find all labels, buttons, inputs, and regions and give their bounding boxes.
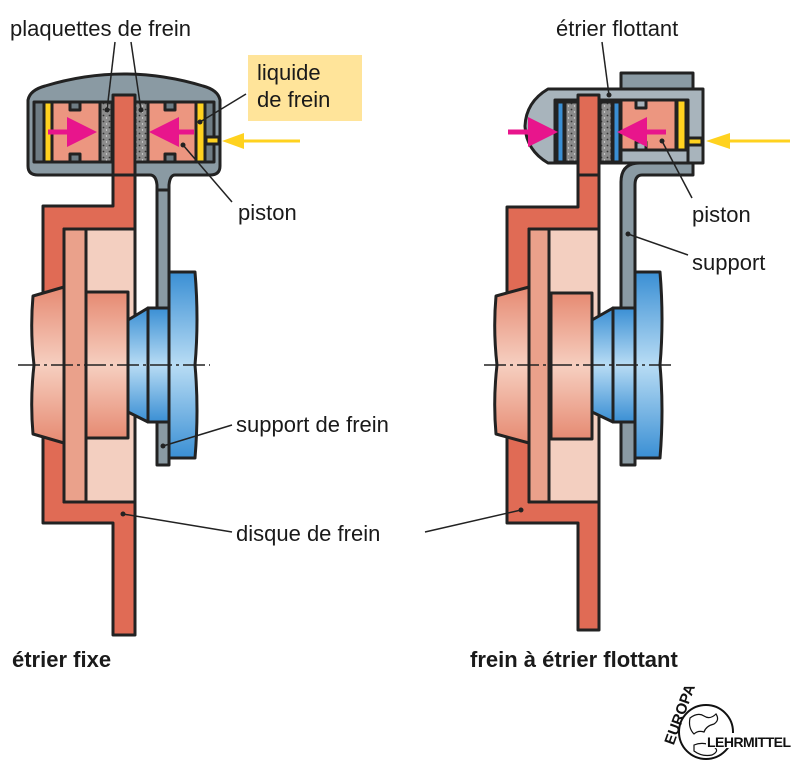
floating-support — [619, 161, 695, 467]
label-fluid-2: de frein — [257, 87, 330, 112]
caption-fixed-caliper: étrier fixe — [12, 647, 111, 672]
label-brake-support: support de frein — [236, 412, 389, 437]
label-brake-pads: plaquettes de frein — [10, 16, 191, 41]
fluid-arrow-head — [222, 133, 244, 149]
brake-pad-right-r — [598, 100, 614, 164]
disc-in-caliper-right — [576, 93, 601, 177]
fluid-chamber-floating — [675, 98, 688, 152]
piston-floating — [619, 98, 678, 152]
fluid-chamber-right — [194, 100, 207, 164]
fluid-inlet — [204, 135, 221, 146]
pad-plate-right — [611, 100, 622, 164]
caption-floating-caliper: frein à étrier flottant — [470, 647, 678, 672]
fluid-arrow-head-right — [706, 133, 730, 149]
label-piston-right: piston — [692, 202, 751, 227]
fluid-label-box — [248, 55, 362, 121]
pad-plate-left — [555, 100, 566, 164]
fluid-inlet-right — [686, 136, 704, 147]
label-brake-disc: disque de frein — [236, 521, 380, 546]
floating-caliper-diagram: étrier flottant piston support frein à é… — [424, 16, 790, 672]
fixed-caliper-diagram: plaquettes de frein liquide de frein pis… — [10, 16, 389, 672]
hub-block-right — [549, 291, 594, 441]
label-support: support — [692, 250, 765, 275]
label-floating-caliper: étrier flottant — [556, 16, 678, 41]
label-piston-left: piston — [238, 200, 297, 225]
europa-lehrmittel-logo: EUROPA LEHRMITTEL — [661, 682, 792, 760]
disc-in-caliper — [111, 93, 137, 177]
disc-leader-right — [424, 509, 522, 533]
support-top-guide — [619, 71, 695, 91]
label-fluid-1: liquide — [257, 60, 321, 85]
brake-pad-left-r — [563, 100, 580, 164]
axle-stub — [30, 285, 66, 445]
caliper-lower-wall — [619, 148, 690, 165]
logo-text-bottom: LEHRMITTEL — [707, 734, 791, 750]
